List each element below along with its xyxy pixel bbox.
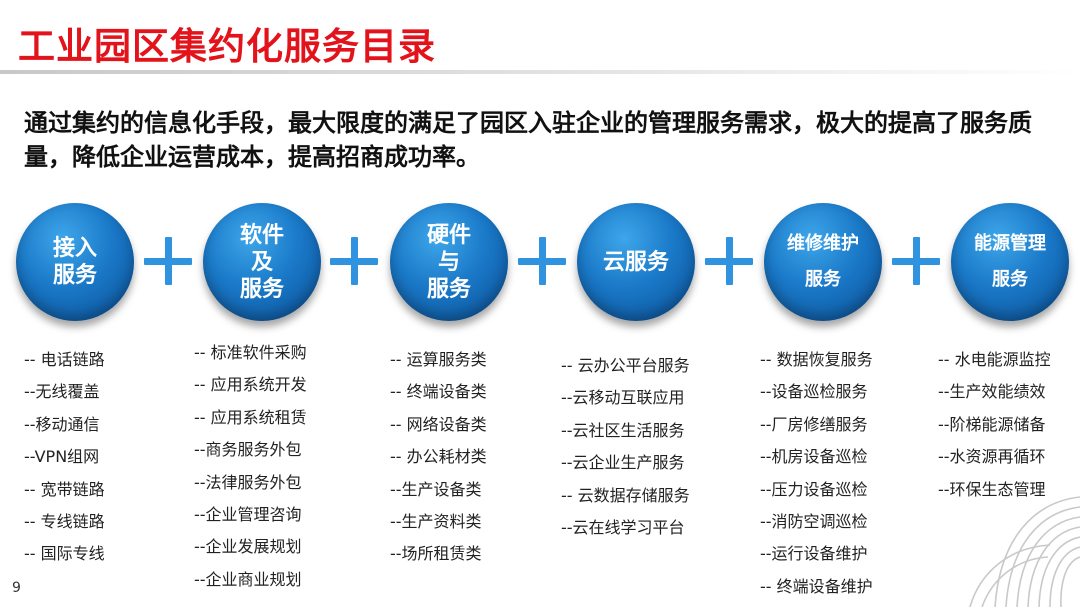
circle-label: 软件 及 服务 — [239, 222, 284, 302]
decorative-swirl-graphic — [969, 496, 1080, 607]
list-item: --机房设备巡检 — [760, 447, 868, 467]
list-item: -- 办公耗材类 — [390, 447, 487, 467]
list-item: --企业发展规划 — [194, 537, 302, 557]
list-item: --设备巡检服务 — [760, 382, 868, 402]
list-item: --云移动互联应用 — [561, 388, 685, 408]
cloud-service-list: -- 云办公平台服务 --云移动互联应用 --云社区生活服务 --云企业生产服务… — [561, 350, 690, 544]
circle-access-service: 接入 服务 — [16, 203, 134, 321]
circle-software-service: 软件 及 服务 — [203, 203, 321, 321]
list-item: -- 网络设备类 — [390, 414, 487, 434]
list-item: --商务服务外包 — [194, 440, 302, 460]
list-item: --云社区生活服务 — [561, 420, 685, 440]
list-item: --阶梯能源储备 — [938, 414, 1046, 434]
circle-label: 接入 服务 — [52, 236, 97, 288]
list-item: --生产设备类 — [390, 479, 482, 499]
page-title: 工业园区集约化服务目录 — [18, 25, 436, 68]
list-item: --VPN组网 — [24, 447, 100, 467]
page-number: 9 — [12, 580, 21, 596]
circle-maintenance-service: 维修维护 服务 — [764, 203, 882, 321]
list-item: -- 标准软件采购 — [194, 343, 307, 362]
list-item: -- 宽带链路 — [24, 479, 105, 499]
list-item: --生产资料类 — [390, 511, 482, 531]
list-item: --消防空调巡检 — [760, 511, 868, 531]
circle-label: 硬件 与 服务 — [426, 222, 471, 302]
title-divider — [0, 70, 1080, 74]
access-service-list: -- 电话链路 --无线覆盖 --移动通信 --VPN组网 -- 宽带链路 --… — [24, 344, 105, 571]
list-item: -- 云数据存储服务 — [561, 485, 690, 505]
hardware-service-list: -- 运算服务类 -- 终端设备类 -- 网络设备类 -- 办公耗材类 --生产… — [390, 344, 487, 571]
list-item: -- 电话链路 — [24, 350, 105, 369]
list-item: --运行设备维护 — [760, 544, 868, 564]
list-item: -- 国际专线 — [24, 544, 105, 564]
list-item: -- 数据恢复服务 — [760, 350, 873, 369]
list-item: -- 应用系统租赁 — [194, 407, 307, 427]
list-item: --法律服务外包 — [194, 472, 302, 492]
circle-energy-service: 能源管理 服务 — [951, 203, 1069, 321]
plus-icon — [518, 237, 566, 285]
circle-label: 云服务 — [602, 249, 669, 275]
list-item: -- 专线链路 — [24, 511, 105, 531]
plus-icon — [705, 237, 753, 285]
circle-cloud-service: 云服务 — [577, 203, 695, 321]
energy-service-list: -- 水电能源监控 --生产效能绩效 --阶梯能源储备 --水资源再循环 --环… — [938, 344, 1051, 506]
list-item: --云企业生产服务 — [561, 453, 685, 473]
plus-icon — [330, 237, 378, 285]
list-item: --厂房修缮服务 — [760, 414, 868, 434]
maintenance-service-list: -- 数据恢复服务 --设备巡检服务 --厂房修缮服务 --机房设备巡检 --压… — [760, 344, 873, 603]
list-item: -- 云办公平台服务 — [561, 356, 690, 375]
circle-label: 维修维护 服务 — [787, 233, 859, 290]
list-item: -- 运算服务类 — [390, 350, 487, 369]
plus-icon — [892, 237, 940, 285]
list-item: --云在线学习平台 — [561, 517, 685, 537]
list-item: -- 终端设备类 — [390, 382, 487, 402]
list-item: --移动通信 — [24, 414, 100, 434]
list-item: --无线覆盖 — [24, 382, 100, 402]
plus-icon — [144, 237, 192, 285]
list-item: -- 水电能源监控 — [938, 350, 1051, 369]
circle-hardware-service: 硬件 与 服务 — [390, 203, 508, 321]
list-item: --企业商业规划 — [194, 569, 302, 589]
intro-text: 通过集约的信息化手段，最大限度的满足了园区入驻企业的管理服务需求，极大的提高了服… — [24, 109, 1032, 171]
software-service-list: -- 标准软件采购 -- 应用系统开发 -- 应用系统租赁 --商务服务外包 -… — [194, 337, 307, 596]
list-item: -- 终端设备维护 — [760, 576, 873, 596]
list-item: --场所租赁类 — [390, 544, 482, 564]
list-item: --环保生态管理 — [938, 479, 1046, 499]
list-item: --压力设备巡检 — [760, 479, 868, 499]
circle-label: 能源管理 服务 — [974, 233, 1046, 290]
list-item: --企业管理咨询 — [194, 504, 302, 524]
list-item: -- 应用系统开发 — [194, 375, 307, 395]
list-item: --生产效能绩效 — [938, 382, 1046, 402]
list-item: --水资源再循环 — [938, 447, 1046, 467]
